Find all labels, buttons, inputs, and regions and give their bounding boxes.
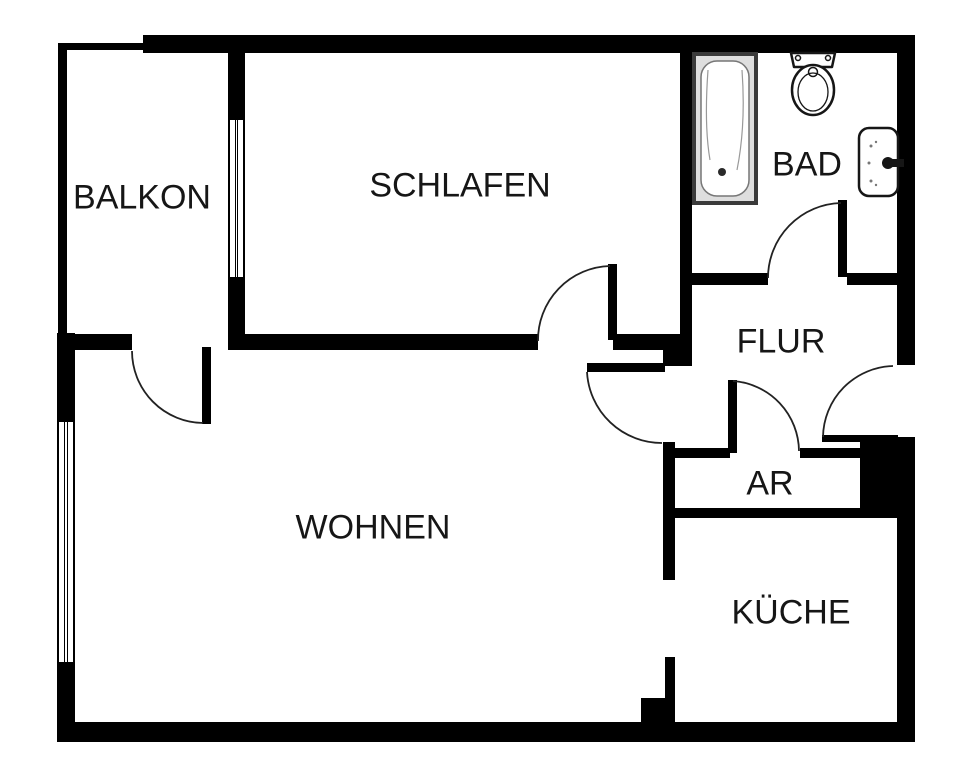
- wall-balcony-top-thin: [58, 43, 143, 50]
- window-wohnen-left: [57, 422, 75, 662]
- wall-bad-flur-left: [692, 273, 768, 285]
- wall-ar-top-right: [800, 448, 863, 458]
- wall-exterior-left-upper: [57, 333, 75, 422]
- room-label-wohnen: WOHNEN: [295, 508, 451, 547]
- wall-bad-flur-right: [847, 273, 897, 285]
- toilet-icon: [789, 51, 837, 117]
- wall-wohnen-top-a: [58, 334, 132, 350]
- entry-door-arc: [822, 365, 894, 438]
- wall-ar-top-left: [675, 448, 730, 458]
- room-label-kueche: KÜCHE: [731, 593, 851, 632]
- wall-ar-bottom: [675, 508, 897, 518]
- wall-balcony-left-thin: [58, 43, 67, 333]
- room-label-flur: FLUR: [736, 322, 826, 361]
- bad-door-leaf: [838, 200, 847, 277]
- wall-exterior-right-chunk: [860, 437, 915, 517]
- wall-exterior-bottom: [57, 722, 915, 742]
- balcony-door-leaf: [202, 347, 211, 424]
- balcony-door-arc: [131, 350, 204, 424]
- wall-exterior-left-lower: [57, 662, 75, 722]
- wall-balcony-schlafen-upper: [228, 35, 245, 120]
- bathtub-icon: [692, 52, 758, 205]
- room-label-schlafen: SCHLAFEN: [369, 166, 551, 205]
- room-label-balkon: BALKON: [73, 178, 211, 217]
- schlafen-door-arc: [537, 265, 611, 342]
- wall-kueche-left-stub: [665, 657, 675, 722]
- wall-schlafen-bad: [680, 53, 692, 365]
- window-balcony-schlafen: [228, 120, 245, 277]
- wall-ar-kueche-left: [663, 442, 675, 580]
- wall-wohnen-top-c: [613, 334, 680, 350]
- wall-exterior-right-lower: [897, 517, 915, 722]
- wohnen-door-arc: [586, 371, 663, 444]
- ar-door-leaf: [728, 380, 737, 453]
- wall-exterior-right-upper: [897, 35, 915, 365]
- wohnen-door-leaf: [587, 363, 665, 372]
- room-label-bad: BAD: [772, 145, 842, 184]
- wall-exterior-top: [143, 35, 915, 53]
- wall-balcony-schlafen-lower: [228, 277, 245, 350]
- entry-door-leaf: [822, 435, 898, 442]
- schlafen-door-leaf: [608, 264, 617, 340]
- ar-door-arc: [732, 380, 800, 452]
- bad-door-arc: [767, 202, 842, 279]
- wall-kueche-foot: [641, 698, 675, 722]
- wall-wohnen-top-b: [245, 334, 538, 350]
- room-label-ar: AR: [746, 464, 794, 503]
